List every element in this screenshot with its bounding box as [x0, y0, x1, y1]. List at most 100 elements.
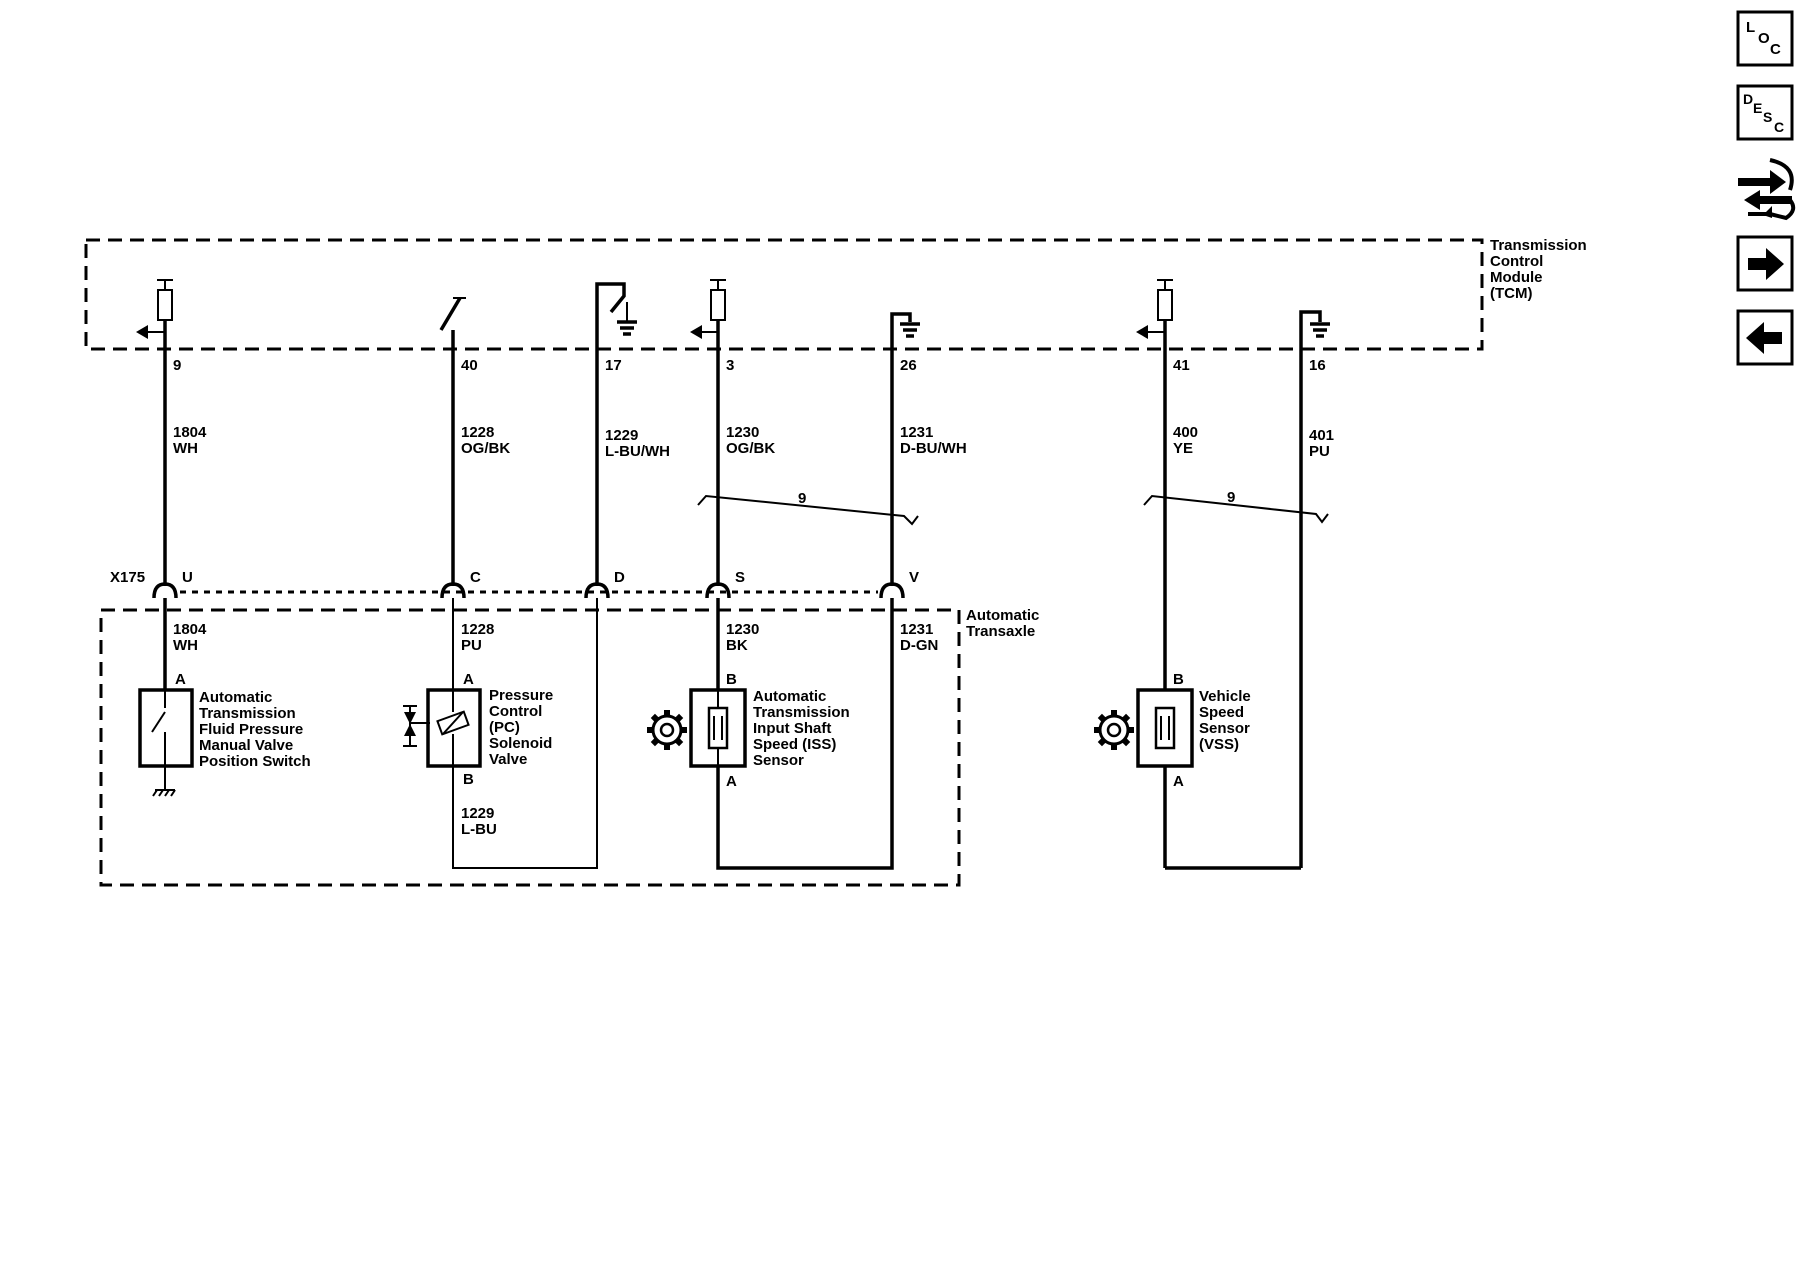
switch-label-5: Position Switch [199, 753, 311, 770]
tcm-box [84, 238, 1484, 351]
vss-pin-b: B [1173, 671, 1184, 688]
wire-label-circuit: 1231 [900, 621, 933, 638]
connector-pin-c-symbol [440, 582, 466, 599]
wire-label-color: OG/BK [461, 440, 510, 457]
wire-label-color: BK [726, 637, 748, 654]
loc-letter-c: C [1770, 41, 1781, 58]
desc-letter-d: D [1743, 91, 1753, 107]
switch-pin-a: A [175, 671, 186, 688]
wire-label-color: WH [173, 440, 198, 457]
transaxle-label-2: Transaxle [966, 623, 1035, 640]
iss-label-1: Automatic [753, 688, 826, 705]
wire-label-circuit: 1229 [605, 427, 638, 444]
connector-pin-v-symbol [879, 582, 905, 599]
tcm-input-symbol-41 [1136, 279, 1173, 339]
wire-1231-lower [716, 598, 894, 870]
next-button[interactable] [1736, 235, 1794, 292]
tcm-ground-symbol-26 [890, 312, 920, 352]
iss-label-2: Transmission [753, 704, 850, 721]
wire-label-color: PU [1309, 443, 1330, 460]
wire-label-color: YE [1173, 440, 1193, 457]
tcm-driver-symbol-40 [439, 297, 466, 331]
connector-pin-c: C [470, 569, 481, 586]
solenoid-label-1: Pressure [489, 687, 553, 704]
solenoid-label-5: Valve [489, 751, 527, 768]
desc-letter-s: S [1763, 109, 1772, 125]
switch-label-3: Fluid Pressure [199, 721, 303, 738]
gear-icon [1094, 710, 1134, 750]
arrow-left-icon [1746, 322, 1782, 354]
tcm-label-3: Module [1490, 269, 1543, 286]
transaxle-box [99, 608, 961, 887]
iss-pin-b: B [726, 671, 737, 688]
tcm-pin-16: 16 [1309, 357, 1326, 374]
wire-label-color: L-BU/WH [605, 443, 670, 460]
gear-icon [647, 710, 687, 750]
loc-button[interactable]: L O C [1736, 10, 1794, 67]
vss-label-2: Speed [1199, 704, 1244, 721]
vss-pin-a: A [1173, 773, 1184, 790]
tcm-label-2: Control [1490, 253, 1543, 270]
solenoid-label-2: Control [489, 703, 542, 720]
connector-pin-s: S [735, 569, 745, 586]
tcm-input-symbol-3 [690, 279, 726, 339]
wire-label-color: WH [173, 637, 198, 654]
svg-text:9: 9 [1227, 489, 1235, 506]
solenoid-pin-a: A [463, 671, 474, 688]
switch-label-2: Transmission [199, 705, 296, 722]
loc-letter-l: L [1746, 19, 1755, 36]
connector-pin-d-symbol [584, 582, 610, 599]
tcm-pin-40: 40 [461, 357, 478, 374]
loc-letter-o: O [1758, 30, 1770, 47]
wire-label-color: D-GN [900, 637, 938, 654]
connector-pin-d: D [614, 569, 625, 586]
connector-pin-s-symbol [705, 582, 731, 599]
vss-sensor [1136, 688, 1194, 768]
wire-label-circuit: 1231 [900, 424, 933, 441]
vss-label-4: (VSS) [1199, 736, 1239, 753]
twisted-pair-marker-iss: 9 [697, 490, 919, 526]
iss-sensor [689, 688, 747, 768]
arrow-right-icon [1748, 248, 1784, 280]
prev-button[interactable] [1736, 309, 1794, 366]
tcm-ground-symbol-17 [595, 282, 637, 352]
schematic-link-icon[interactable] [1738, 158, 1796, 221]
pressure-control-solenoid [403, 688, 482, 768]
wire-label-circuit: 1228 [461, 424, 494, 441]
connector-pin-v: V [909, 569, 919, 586]
wire-label-color: OG/BK [726, 440, 775, 457]
tcm-pin-17: 17 [605, 357, 622, 374]
vss-label-1: Vehicle [1199, 688, 1251, 705]
desc-letter-e: E [1753, 100, 1762, 116]
desc-button[interactable]: D E S C [1736, 84, 1794, 141]
tcm-pin-41: 41 [1173, 357, 1190, 374]
tcm-pin-3: 3 [726, 357, 734, 374]
vss-label-3: Sensor [1199, 720, 1250, 737]
wire-label-circuit: 400 [1173, 424, 1198, 441]
wire-label-color: PU [461, 637, 482, 654]
desc-letter-c: C [1774, 119, 1784, 135]
connector-pin-u: U [182, 569, 193, 586]
transaxle-label-1: Automatic [966, 607, 1039, 624]
wire-1229-lower [452, 598, 598, 869]
solenoid-label-4: Solenoid [489, 735, 552, 752]
switch-label-1: Automatic [199, 689, 272, 706]
tcm-label-1: Transmission [1490, 237, 1587, 254]
wire-label-circuit: 1228 [461, 621, 494, 638]
tcm-input-symbol-9 [136, 279, 173, 339]
switch-label-4: Manual Valve [199, 737, 293, 754]
solenoid-label-3: (PC) [489, 719, 520, 736]
tcm-ground-symbol-16 [1299, 310, 1330, 352]
tcm-pin-26: 26 [900, 357, 917, 374]
tcm-pin-9: 9 [173, 357, 181, 374]
twisted-pair-marker-vss: 9 [1143, 489, 1329, 524]
iss-label-5: Sensor [753, 752, 804, 769]
iss-label-4: Speed (ISS) [753, 736, 836, 753]
svg-text:9: 9 [798, 490, 806, 507]
wire-label-color: L-BU [461, 821, 497, 838]
wire-label-color: D-BU/WH [900, 440, 967, 457]
connector-pin-u-symbol [152, 582, 178, 599]
wire-label-circuit: 1230 [726, 424, 759, 441]
wire-label-circuit: 1804 [173, 621, 207, 638]
